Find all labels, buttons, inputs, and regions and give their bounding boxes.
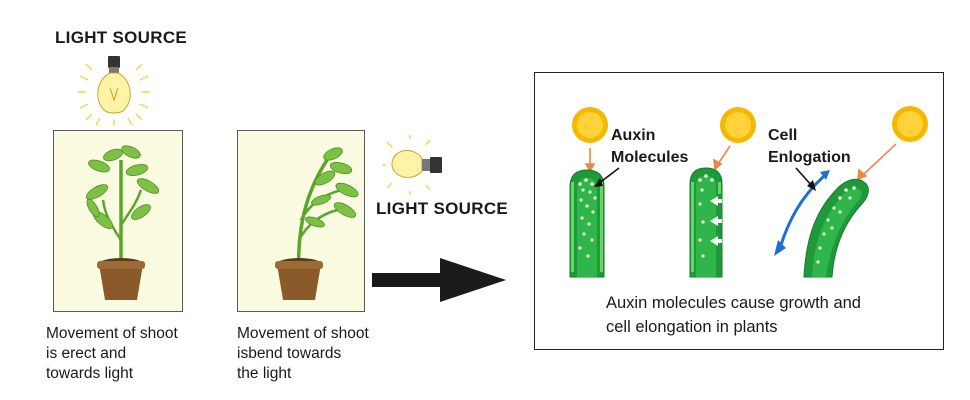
- light-bulb-side-icon: [382, 135, 442, 195]
- straight-shoot-2: [689, 167, 723, 278]
- transition-arrow-icon: [372, 258, 506, 302]
- middle-plant-caption: Movement of shoot isbend towards the lig…: [237, 325, 369, 382]
- sun-icon-3: [892, 106, 928, 142]
- straight-shoot-1: [569, 169, 605, 278]
- light-source-side-label: LIGHT SOURCE: [376, 199, 509, 218]
- erect-plant-illustration: [85, 145, 160, 300]
- bending-shoot: [803, 178, 869, 278]
- light-bulb-top-icon: [78, 56, 150, 126]
- auxin-shoots-illustration: [569, 143, 897, 278]
- cell-elongation-label: Cell Enlogation: [768, 127, 851, 166]
- bending-plant-illustration: [275, 147, 359, 300]
- light-source-top-label: LIGHT SOURCE: [55, 28, 188, 47]
- sun-icon-2: [720, 107, 756, 143]
- left-plant-caption: Movement of shoot is erect and towards l…: [46, 325, 178, 382]
- auxin-box-caption: Auxin molecules cause growth and cell el…: [606, 294, 861, 336]
- auxin-molecules-label: Auxin Molecules: [611, 127, 689, 166]
- sun-icon-1: [572, 107, 608, 143]
